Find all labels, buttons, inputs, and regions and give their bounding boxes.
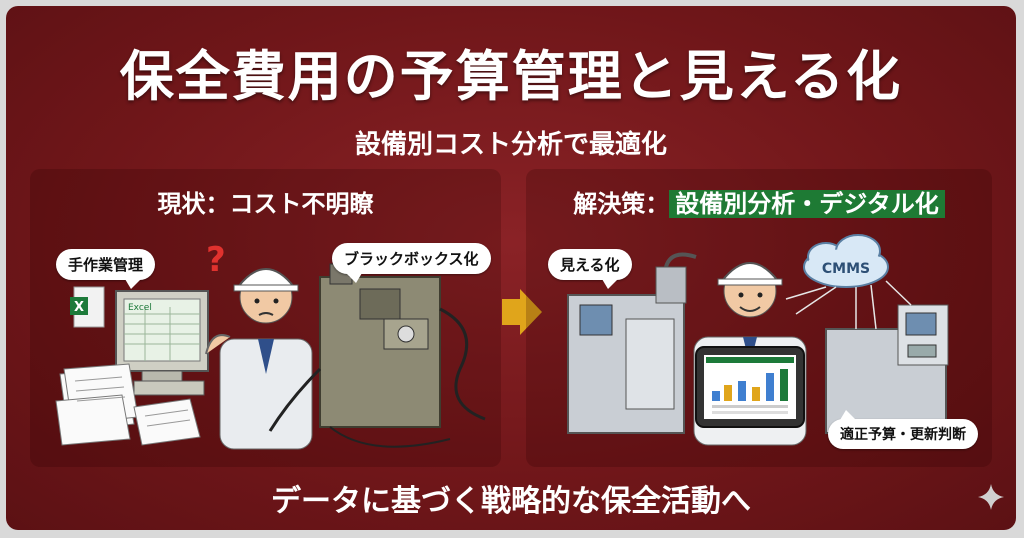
tablet-dashboard-icon [695, 346, 805, 428]
solution-panel: 解決策：設備別分析・デジタル化 [526, 169, 992, 467]
current-state-panel: 現状：コスト不明瞭 X Excel [30, 169, 501, 467]
modern-machine-left-icon [567, 252, 697, 434]
confused-worker-icon [205, 268, 313, 450]
current-state-heading: 現状：コスト不明瞭 [157, 190, 374, 218]
budget-decision-bubble: 適正予算・更新判断 [828, 410, 978, 449]
paper-stack-icon [55, 363, 201, 446]
svg-text:X: X [74, 300, 84, 315]
right-arrow-icon [502, 289, 542, 335]
blackbox-bubble: ブラックボックス化 [332, 243, 491, 283]
bottom-message: データに基づく戦略的な保全活動へ [271, 484, 751, 519]
visualization-bubble: 見える化 [548, 249, 632, 289]
data-link-lines [785, 280, 912, 330]
solution-heading-prefix: 解決策： [573, 190, 670, 218]
solution-heading-highlight: 設備別分析・デジタル化 [669, 190, 945, 218]
old-machine-icon [268, 257, 486, 448]
solution-heading: 解決策：設備別分析・デジタル化 [526, 184, 992, 219]
excel-file-icon: X [70, 286, 105, 328]
main-title: 保全費用の予算管理と見える化 [119, 45, 903, 108]
question-mark-icon: ? [206, 240, 226, 280]
svg-text:CMMS: CMMS [822, 261, 870, 277]
svg-text:Excel: Excel [128, 303, 152, 313]
infographic-card: 保全費用の予算管理と見える化 設備別コスト分析で最適化 現状：コスト不明瞭 X … [6, 6, 1016, 530]
manual-management-bubble: 手作業管理 [56, 249, 156, 289]
cloud-icon: CMMS [803, 234, 889, 288]
sparkle-icon [978, 484, 1004, 510]
current-state-illustration: X Excel [55, 240, 486, 450]
solution-illustration: CMMS [567, 234, 949, 446]
subtitle: 設備別コスト分析で最適化 [354, 130, 667, 160]
old-monitor-icon: Excel [115, 290, 209, 396]
